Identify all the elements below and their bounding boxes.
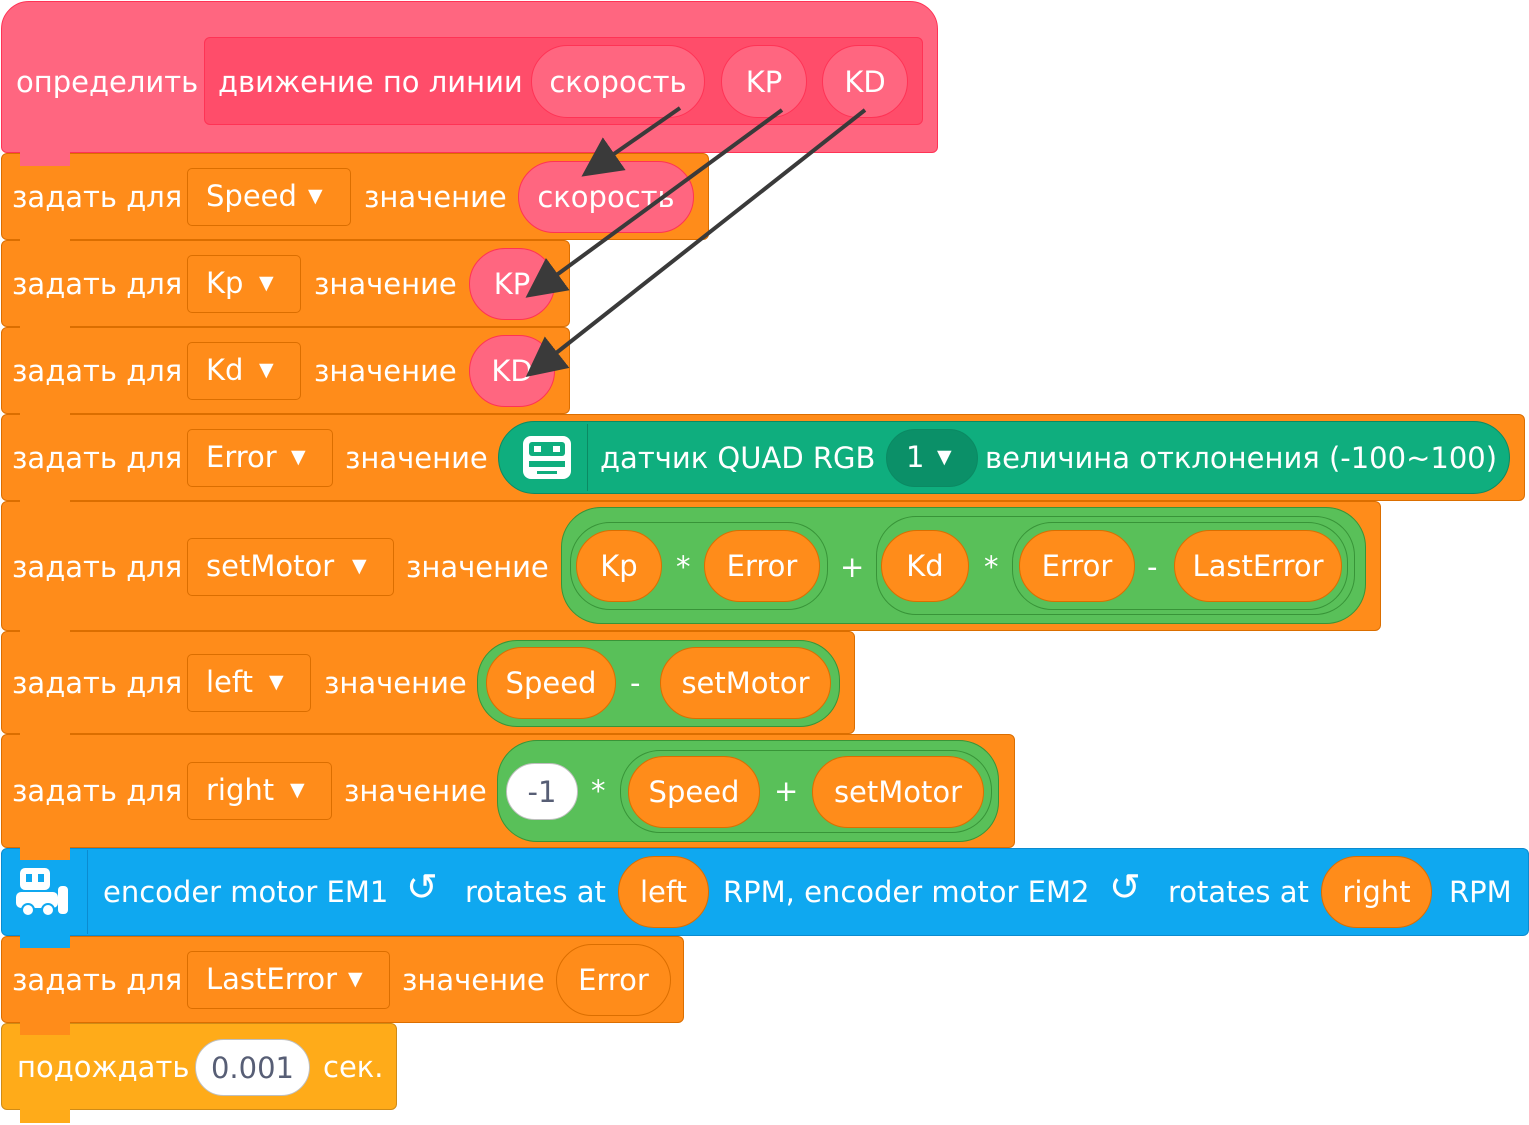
value-label: значение <box>402 963 545 997</box>
value-label: значение <box>364 180 507 214</box>
value-label: значение <box>314 354 457 388</box>
define-keyword: определить <box>16 65 199 99</box>
dropdown-arrow-icon: ▼ <box>259 272 274 294</box>
operator-symbol: + <box>774 774 799 808</box>
set-label: задать для <box>12 267 183 301</box>
dropdown-arrow-icon: ▼ <box>308 185 323 207</box>
operator-symbol: * <box>591 774 606 808</box>
variable-dropdown-setmotor[interactable]: setMotor▼ <box>187 538 394 596</box>
var-reporter-kd[interactable]: Kd <box>881 530 969 602</box>
set-label: задать для <box>12 666 183 700</box>
value-label: значение <box>314 267 457 301</box>
set-label: задать для <box>12 550 183 584</box>
sensor-label: датчик QUAD RGB <box>600 441 876 475</box>
var-reporter-speed[interactable]: Speed <box>486 647 616 719</box>
wait-seconds-input[interactable]: 0.001 <box>195 1039 310 1096</box>
dropdown-arrow-icon: ▼ <box>290 779 305 801</box>
var-reporter-speed[interactable]: Speed <box>628 756 760 828</box>
operator-symbol: - <box>630 666 641 700</box>
arrow-kp <box>525 108 784 298</box>
operator-symbol: * <box>676 550 691 584</box>
arrow-kd <box>525 108 867 377</box>
set-label: задать для <box>12 441 183 475</box>
param-kp[interactable]: KP <box>721 45 807 118</box>
variable-dropdown-left[interactable]: left▼ <box>187 654 311 712</box>
variable-dropdown-speed[interactable]: Speed▼ <box>187 168 351 226</box>
motor-label-a: encoder motor EM1 <box>103 875 389 909</box>
value-label: значение <box>406 550 549 584</box>
dropdown-arrow-icon: ▼ <box>937 446 952 468</box>
rotate-icon: ↺ <box>1109 865 1141 909</box>
sensor-icon-area <box>507 424 588 491</box>
dropdown-arrow-icon: ▼ <box>291 446 306 468</box>
motor-label-b: rotates at <box>465 875 606 909</box>
var-reporter-error-2[interactable]: Error <box>1019 530 1135 602</box>
motor-label-e: rotates at <box>1168 875 1309 909</box>
param-speed[interactable]: скорость <box>531 45 705 118</box>
sensor-port-dropdown[interactable]: 1 ▼ <box>886 429 978 487</box>
var-reporter-left[interactable]: left <box>618 856 709 928</box>
motor-label-g: RPM <box>1449 875 1512 909</box>
var-reporter-lasterror[interactable]: LastError <box>1174 530 1342 602</box>
motor-label-d: RPM, encoder motor EM2 <box>723 875 1090 909</box>
value-label: значение <box>324 666 467 700</box>
variable-dropdown-kd[interactable]: Kd▼ <box>187 342 301 400</box>
set-label: задать для <box>12 354 183 388</box>
variable-dropdown-right[interactable]: right▼ <box>187 762 332 820</box>
var-reporter-right[interactable]: right <box>1321 856 1432 928</box>
set-label: задать для <box>12 963 183 997</box>
operator-symbol: * <box>984 550 999 584</box>
operator-symbol: + <box>840 550 865 584</box>
dropdown-arrow-icon: ▼ <box>269 671 284 693</box>
robot-icon <box>16 868 68 917</box>
rotate-icon: ↺ <box>406 865 438 909</box>
dropdown-arrow-icon: ▼ <box>352 555 367 577</box>
motor-icon-area <box>5 850 88 934</box>
dropdown-arrow-icon: ▼ <box>259 359 274 381</box>
var-reporter-kp[interactable]: Kp <box>576 530 662 602</box>
operator-symbol: - <box>1147 550 1158 584</box>
var-reporter-setmotor[interactable]: setMotor <box>812 756 984 828</box>
value-label: значение <box>345 441 488 475</box>
wait-unit: сек. <box>323 1050 384 1084</box>
wait-label: подождать <box>17 1050 190 1084</box>
encoder-motor-block[interactable] <box>1 848 1529 936</box>
variable-dropdown-error[interactable]: Error▼ <box>187 429 333 487</box>
var-reporter-setmotor[interactable]: setMotor <box>660 647 831 719</box>
param-kd[interactable]: KD <box>822 45 908 118</box>
value-label: значение <box>344 774 487 808</box>
sensor-icon <box>523 436 571 479</box>
set-label: задать для <box>12 774 183 808</box>
dropdown-arrow-icon: ▼ <box>348 968 363 990</box>
variable-dropdown-kp[interactable]: Kp▼ <box>187 255 301 313</box>
custom-block-name: движение по линии <box>218 65 523 99</box>
arrow-speed <box>581 106 682 177</box>
variable-dropdown-lasterror[interactable]: LastError▼ <box>187 951 390 1009</box>
sensor-suffix: величина отклонения (-100~100) <box>985 441 1498 475</box>
quad-rgb-sensor-reporter[interactable] <box>498 421 1510 494</box>
set-label: задать для <box>12 180 183 214</box>
var-reporter-error[interactable]: Error <box>556 944 671 1016</box>
number-input[interactable]: -1 <box>506 763 578 820</box>
var-reporter-error[interactable]: Error <box>704 530 820 602</box>
